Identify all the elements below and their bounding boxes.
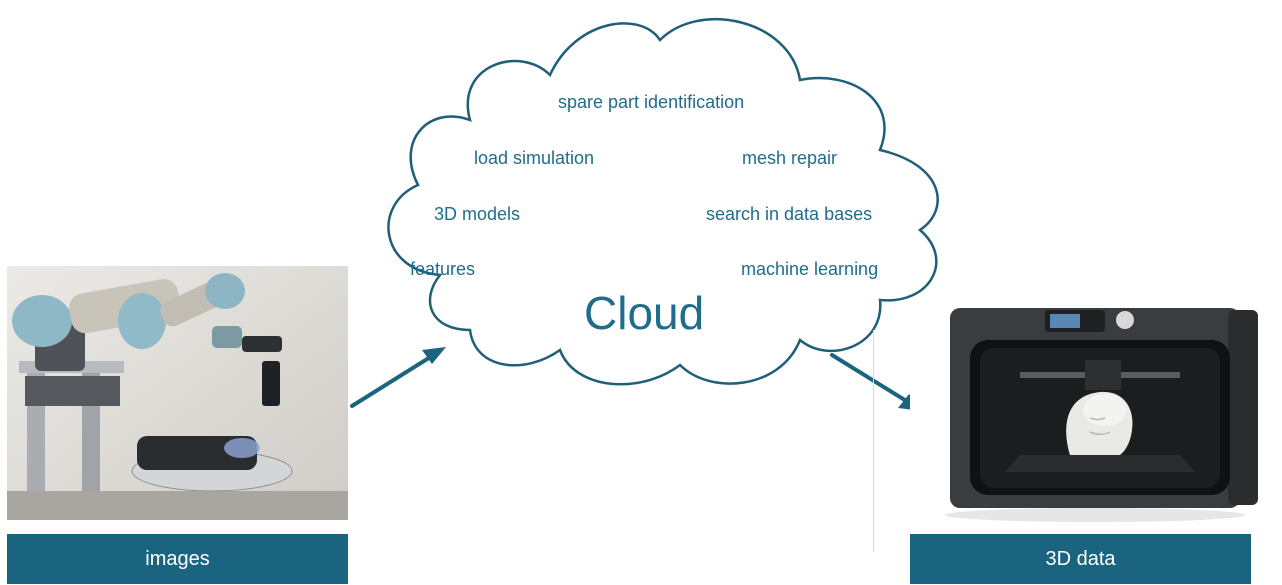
images-caption-label: images [145, 547, 210, 570]
cloud-item-machine-learning: machine learning [741, 259, 879, 279]
arrow-cloud-to-3d-data [830, 353, 922, 411]
cloud-item-features: features [410, 259, 476, 279]
3d-data-caption-label: 3D data [1045, 547, 1116, 570]
divider-line [873, 330, 874, 552]
cloud-title: Cloud [584, 287, 705, 339]
3d-printer-photo [910, 300, 1282, 528]
cloud-item-search-in-data-bases: search in data bases [706, 204, 873, 224]
3d-data-caption: 3D data [910, 534, 1251, 584]
robot-scanner-photo [7, 266, 348, 520]
images-caption: images [7, 534, 348, 584]
cloud-item-load-simulation: load simulation [474, 148, 595, 168]
cloud-item-spare-part-identification: spare part identification [558, 92, 745, 112]
arrow-images-to-cloud [350, 347, 446, 408]
cloud-item-mesh-repair: mesh repair [742, 148, 838, 168]
cloud-shape [387, 18, 939, 386]
cloud-item-3d-models: 3D models [434, 204, 521, 224]
